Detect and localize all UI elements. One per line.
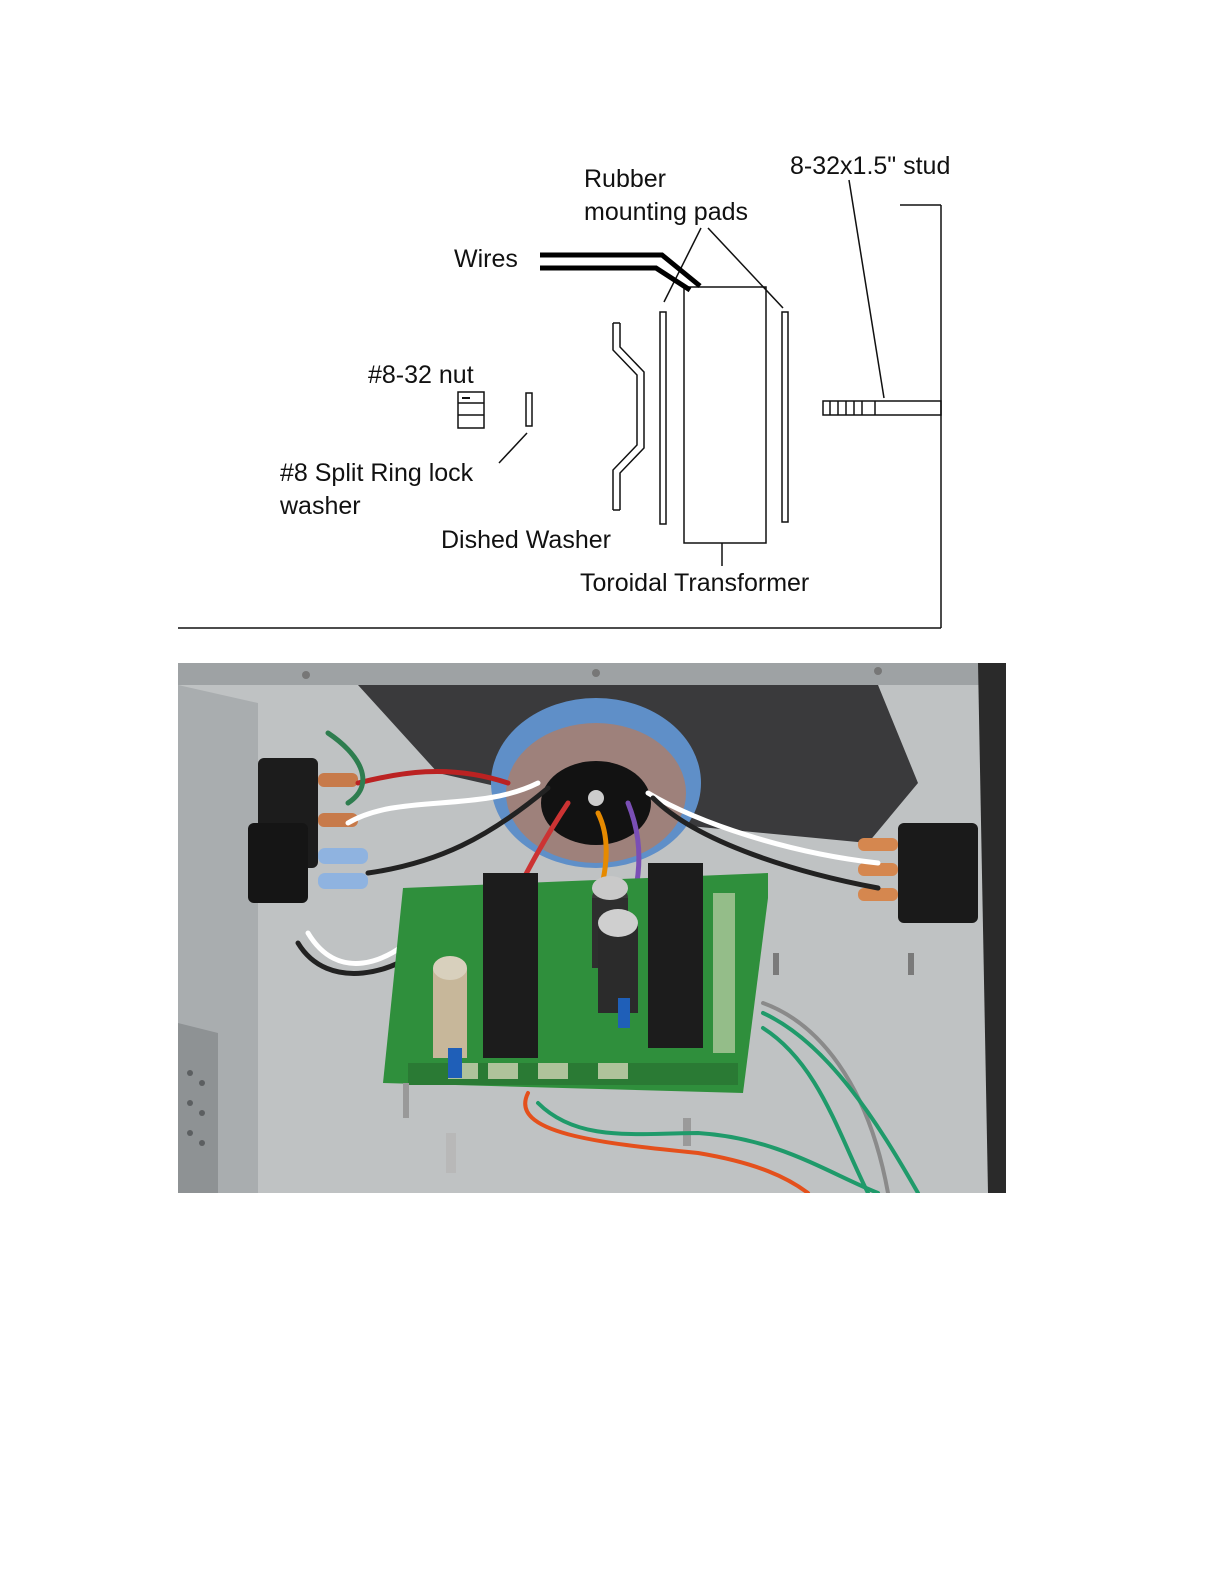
rubber-leader-left bbox=[664, 228, 701, 302]
mounting-diagram: 8-32x1.5" stud Toroidal Transformer Rubb… bbox=[0, 0, 1224, 640]
rubber-pad-left-icon bbox=[660, 312, 666, 524]
label-stud: 8-32x1.5" stud bbox=[790, 152, 950, 180]
label-transformer: Toroidal Transformer bbox=[580, 569, 809, 597]
rubber-leader-right bbox=[708, 228, 783, 308]
stud-icon bbox=[823, 401, 941, 415]
dished-washer-icon bbox=[613, 323, 644, 510]
lock-washer-icon bbox=[526, 393, 532, 426]
stud-leader bbox=[849, 180, 884, 398]
label-nut: #8-32 nut bbox=[368, 361, 474, 389]
wires-icon bbox=[540, 255, 700, 290]
photo-illustration bbox=[178, 663, 1006, 1193]
rubber-pad-right-icon bbox=[782, 312, 788, 522]
lock-washer-leader bbox=[499, 433, 527, 463]
label-lock-washer-2: washer bbox=[279, 492, 361, 520]
label-wires: Wires bbox=[454, 245, 518, 273]
assembly-photo bbox=[178, 663, 1006, 1193]
transformer-icon bbox=[684, 287, 766, 543]
nut-icon bbox=[458, 392, 484, 428]
label-rubber-1: Rubber bbox=[584, 165, 666, 193]
label-lock-washer-1: #8 Split Ring lock bbox=[280, 459, 474, 487]
label-dished-washer: Dished Washer bbox=[441, 526, 611, 554]
label-rubber-2: mounting pads bbox=[584, 198, 748, 226]
